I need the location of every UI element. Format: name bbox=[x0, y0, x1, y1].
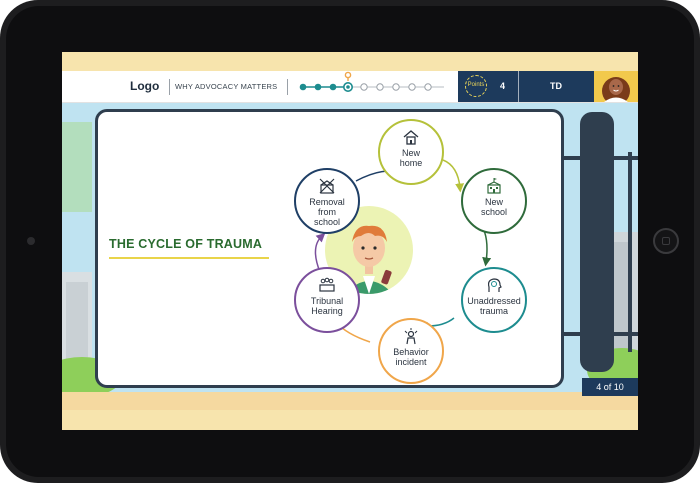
progress-step-todo[interactable] bbox=[360, 83, 368, 91]
fence-decoration bbox=[562, 152, 638, 352]
app-logo[interactable]: Logo bbox=[130, 79, 160, 93]
avatar[interactable] bbox=[594, 71, 638, 102]
app-screen: Logo WHY ADVOCACY MATTERS bbox=[62, 52, 638, 430]
divider bbox=[287, 79, 288, 95]
progress-step-todo[interactable] bbox=[376, 83, 384, 91]
current-position-marker bbox=[344, 71, 352, 79]
progress-step-done[interactable] bbox=[329, 83, 337, 91]
side-pillar bbox=[580, 112, 614, 372]
progress-step-todo[interactable] bbox=[408, 83, 416, 91]
node-label: Hearing bbox=[311, 306, 343, 316]
points-panel: Points 4 TD bbox=[458, 71, 638, 102]
progress-tracker bbox=[299, 71, 444, 92]
cycle-node-unaddressed-trauma[interactable]: Unaddressed trauma bbox=[461, 267, 527, 333]
progress-step-todo[interactable] bbox=[424, 83, 432, 91]
slide-title: THE CYCLE OF TRAUMA bbox=[109, 237, 263, 251]
cycle-node-removal-from-school[interactable]: Removal from school bbox=[294, 168, 360, 234]
tribunal-people-icon bbox=[319, 277, 335, 292]
points-value: 4 bbox=[500, 81, 506, 91]
page-indicator: 4 of 10 bbox=[582, 378, 638, 396]
node-label: New bbox=[484, 197, 503, 207]
node-label: home bbox=[399, 158, 423, 168]
school-building-icon bbox=[487, 178, 501, 194]
top-nav-bar: Logo WHY ADVOCACY MATTERS bbox=[62, 71, 638, 103]
progress-step-done[interactable] bbox=[314, 83, 322, 91]
section-title: WHY ADVOCACY MATTERS bbox=[175, 82, 278, 91]
bottom-stripe bbox=[62, 410, 638, 430]
node-label: school bbox=[480, 207, 507, 217]
cycle-node-new-home[interactable]: New home bbox=[378, 119, 444, 185]
divider bbox=[169, 79, 170, 95]
house-icon bbox=[403, 130, 419, 145]
divider bbox=[518, 71, 519, 102]
cycle-node-behavior-incident[interactable]: Behavior incident bbox=[378, 318, 444, 384]
user-initials[interactable]: TD bbox=[550, 81, 562, 91]
brain-head-icon bbox=[487, 278, 502, 292]
crossed-school-icon bbox=[319, 178, 335, 194]
node-label: New bbox=[401, 148, 420, 158]
node-label: incident bbox=[395, 357, 427, 367]
top-stripe bbox=[62, 52, 638, 71]
camera-icon bbox=[27, 237, 35, 245]
node-label: Removal bbox=[309, 197, 345, 207]
progress-step-todo[interactable] bbox=[392, 83, 400, 91]
cycle-node-new-school[interactable]: New school bbox=[461, 168, 527, 234]
content-card: THE CYCLE OF TRAUMA bbox=[95, 109, 564, 388]
node-label: school bbox=[313, 217, 340, 227]
points-badge-icon: Points bbox=[465, 75, 487, 97]
cycle-arrow bbox=[442, 159, 465, 193]
node-label: from bbox=[318, 207, 336, 217]
title-underline bbox=[109, 257, 269, 259]
node-label: Behavior bbox=[393, 347, 429, 357]
progress-step-done[interactable] bbox=[299, 83, 307, 91]
stressed-person-icon bbox=[404, 328, 418, 345]
node-label: trauma bbox=[479, 306, 508, 316]
home-button[interactable] bbox=[653, 228, 679, 254]
cycle-node-tribunal-hearing[interactable]: Tribunal Hearing bbox=[294, 267, 360, 333]
node-label: Unaddressed bbox=[467, 296, 521, 306]
node-label: Tribunal bbox=[310, 296, 344, 306]
